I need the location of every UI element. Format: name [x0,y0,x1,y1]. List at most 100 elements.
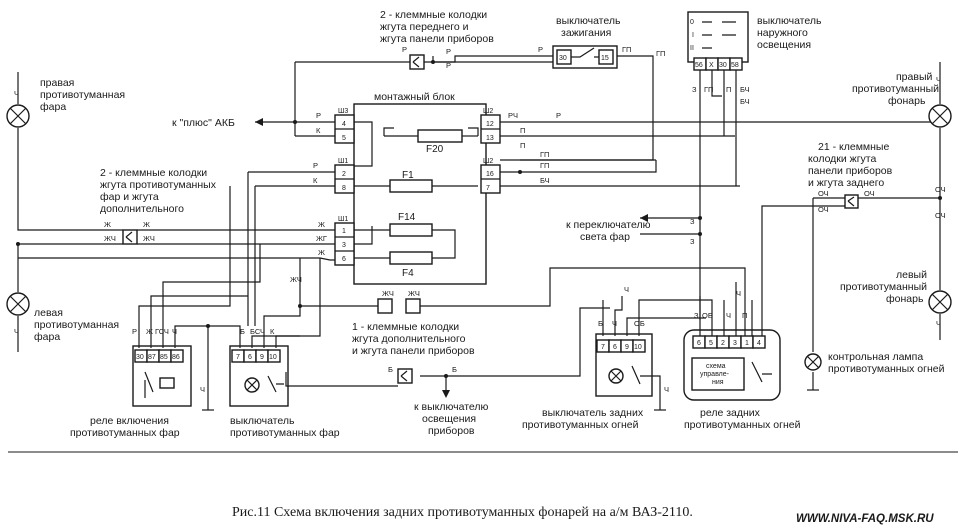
pin: 56 [695,62,703,69]
wire-code: БЧ [740,85,750,94]
pin: 13 [486,135,494,142]
connector-zhch [377,298,421,314]
wire-code: ОБ [634,319,645,328]
fog-relay [132,345,192,407]
figure-caption: Рис.11 Схема включения задних противотум… [232,505,693,520]
wire-code: ЖЧ [143,234,155,243]
pin: 1 [342,228,346,235]
pin: 7 [601,344,605,351]
pin: 3 [342,242,346,249]
left-fog-headlamp [6,292,30,316]
fuse-f20: F20 [426,144,444,155]
connector-rear [844,194,859,209]
pin: 4 [342,121,346,128]
fog-switch [229,345,289,407]
wire-code: К [313,176,318,185]
pin: 10 [634,344,642,351]
wire-code: Ч [936,75,941,84]
pin: I [692,32,694,39]
wire-code: З [694,311,699,320]
wire-code: Р [316,111,321,120]
pin: II [690,45,694,52]
wire-code: Ч [936,319,941,328]
wire-code: Р [446,61,451,70]
pin: 7 [236,354,240,361]
exterior-light-switch [687,11,749,71]
wire-code: Р [556,111,561,120]
pin: 5 [709,340,713,347]
wire-code: Ч [612,319,617,328]
mounting-block-label: монтажный блок [374,91,455,103]
wire-code: Р [538,45,543,54]
rear-fog-switch [595,333,653,397]
wire-code: К [316,126,321,135]
site-watermark: WWW.NIVA-FAQ.MSK.RU [796,513,934,525]
wire-code: Ж [318,248,325,257]
pin: 6 [613,344,617,351]
wire-code: ГСЧ [155,327,169,336]
wire-code: ГП [704,85,713,94]
wire-code: Ж [318,220,325,229]
wire-code: ОБ [702,311,713,320]
wire-code: ЖЧ [290,275,302,284]
arrows [255,118,648,398]
wire-code: ОЧ [935,185,946,194]
pin: 15 [601,55,609,62]
pin: 0 [690,19,694,26]
wire-code: Р [402,45,407,54]
wire-code: Б [240,327,245,336]
pin: X [709,62,714,69]
components [6,11,958,453]
pin-numbers: 4 5 12 13 2 8 16 7 1 3 6 30 15 56 X 30 5… [136,19,761,361]
wire-code: ОЧ [935,211,946,220]
pin: 9 [260,354,264,361]
wire-code: П [520,126,525,135]
wire-code: ОЧ [818,189,829,198]
wire-code: ГП [622,45,631,54]
socket-sh3: Ш3 [338,108,348,115]
wire-codes: Р Р Р Р ГП Р К Р К Ж ЖГ Ж РЧ П ГП БЧ Р П… [14,45,946,394]
right-fog-lamp [928,104,952,128]
socket-labels: Ш3 Ш2 Ш1 Ш2 Ш1 [338,108,493,223]
wire-code: ГП [540,150,549,159]
pin: 6 [697,340,701,347]
wire-code: ОЧ [864,189,875,198]
wire-code: П [726,85,731,94]
wire-code: РЧ [508,111,518,120]
socket-sh2a: Ш2 [483,108,493,115]
wire-code: Ж [143,220,150,229]
wire-code: Ч [14,89,19,98]
wire-code: Р [132,327,137,336]
wire-code: Ч [14,327,19,336]
wire-code: ОЧ [818,205,829,214]
connector-top [409,54,425,70]
pin: 30 [559,55,567,62]
fuse-f4: F4 [402,268,414,279]
pin: 5 [342,135,346,142]
wire-code: БЧ [540,176,550,185]
pin: 10 [269,354,277,361]
pin: 12 [486,121,494,128]
fuse-f1: F1 [402,170,414,181]
fuse-f14: F14 [398,212,416,223]
wire-code: Ч [200,385,205,394]
wire-code: К [270,327,275,336]
pin: 58 [731,62,739,69]
pin: 2 [342,171,346,178]
wire-code: ЖЧ [104,234,116,243]
pin: 16 [486,171,494,178]
socket-sh1a: Ш1 [338,158,348,165]
pin: 2 [721,340,725,347]
wire-code: Ж [146,327,153,336]
pin: 85 [160,354,168,361]
socket-sh2b: Ш2 [483,158,493,165]
